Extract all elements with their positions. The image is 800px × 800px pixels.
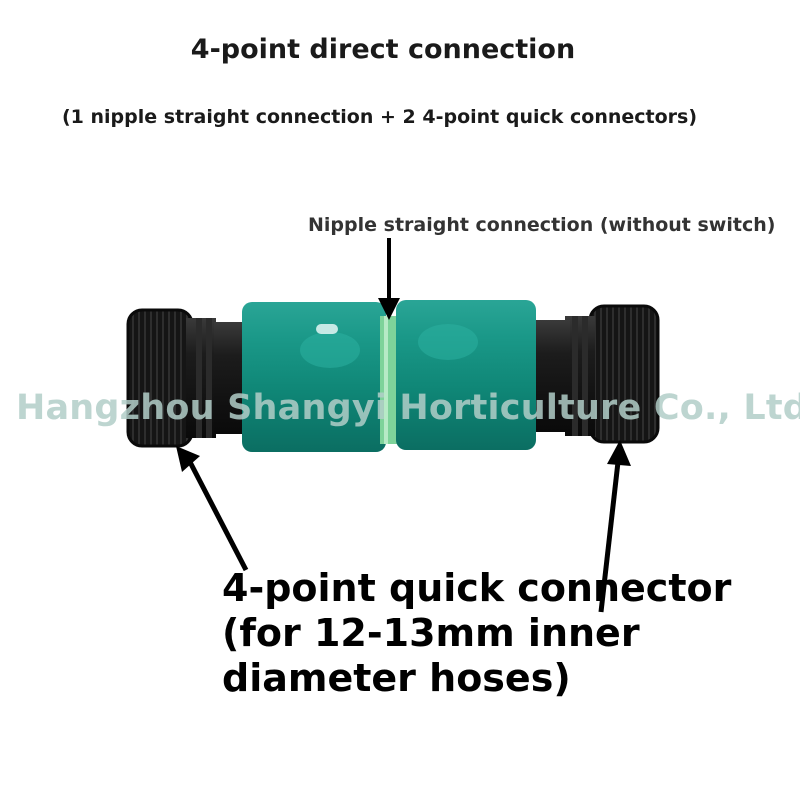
quick-connector-label: 4-point quick connector (for 12-13mm inn… xyxy=(222,566,732,700)
nipple-straight-ring xyxy=(380,316,400,444)
page-subtitle: (1 nipple straight connection + 2 4-poin… xyxy=(62,106,698,128)
arrow-to-nipple xyxy=(378,238,400,320)
right-teal-coupler xyxy=(396,300,536,450)
page-title: 4-point direct connection xyxy=(190,34,576,65)
company-watermark: Hangzhou Shangyi Horticulture Co., Ltd. xyxy=(16,388,800,428)
arrow-to-left-connector xyxy=(176,446,249,572)
arrow-to-right-connector xyxy=(598,440,631,613)
right-hose-nut xyxy=(530,304,660,444)
nipple-connection-label: Nipple straight connection (without swit… xyxy=(308,214,776,236)
left-teal-coupler xyxy=(242,302,386,452)
